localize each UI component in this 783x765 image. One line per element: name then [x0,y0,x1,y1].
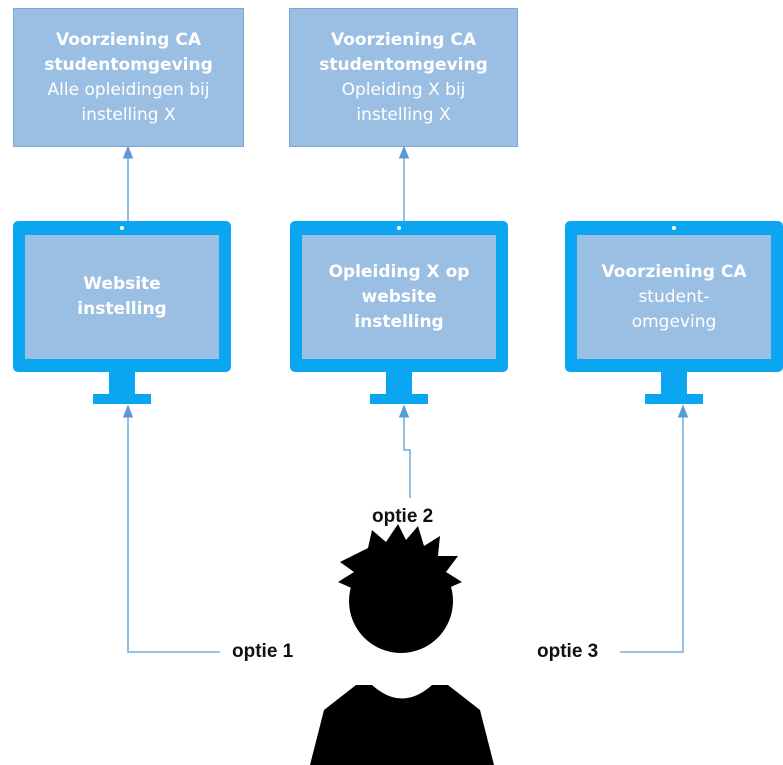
person-body [310,685,494,765]
connector-optie-3 [620,404,689,653]
monitor1-base [93,394,151,404]
monitor3-frame: Voorziening CA student- omgeving [565,221,783,372]
box1-text-1: Alle opleidingen bij [47,79,210,100]
monitor1-frame: Website instelling [13,221,231,372]
box-opleiding-x: Voorziening CA studentomgeving Opleiding… [289,8,518,147]
monitor-opleiding-x: Opleiding X op website instelling [290,221,508,408]
person-collar [372,685,432,699]
box1-title: Voorziening CA [56,29,201,50]
monitor2-screen: Opleiding X op website instelling [302,235,496,359]
monitor3-screen: Voorziening CA student- omgeving [577,235,771,359]
box2-title: Voorziening CA [331,29,476,50]
monitor3-text-1: Voorziening CA [601,261,747,282]
monitor3-text-2: student- [638,286,710,307]
box2-text-1: Opleiding X bij [341,79,466,100]
box2-subtitle: studentomgeving [319,54,488,75]
box1-text-2: instelling X [81,104,176,125]
monitor1-text-1: Website [83,274,161,294]
label-optie-3: optie 3 [537,641,599,662]
monitor2-neck [386,372,412,394]
person-icon [310,524,494,765]
box1-subtitle: studentomgeving [44,54,213,75]
monitor1-camera [120,226,124,230]
monitor3-text-3: omgeving [631,311,717,332]
box-alle-opleidingen: Voorziening CA studentomgeving Alle ople… [13,8,244,147]
monitor3-neck [661,372,687,394]
monitor-voorziening-ca: Voorziening CA student- omgeving [565,221,783,408]
monitor3-base [645,394,703,404]
box2-text-2: instelling X [356,104,451,125]
label-optie-1: optie 1 [232,641,294,662]
connector-optie-2 [398,404,411,498]
person-head [349,549,453,653]
monitor1-text-2: instelling [77,299,167,319]
monitor-website-instelling: Website instelling [13,221,231,408]
monitor2-frame: Opleiding X op website instelling [290,221,508,372]
monitor1-neck [109,372,135,394]
monitor3-camera [672,226,676,230]
monitor2-base [370,394,428,404]
monitor2-text-1: Opleiding X op [328,261,470,282]
monitor2-camera [397,226,401,230]
monitor2-text-3: instelling [354,311,444,332]
monitor1-screen: Website instelling [25,235,219,359]
connector-optie-1 [122,404,220,653]
label-optie-2: optie 2 [372,506,434,527]
monitor2-text-2: website [361,286,437,307]
